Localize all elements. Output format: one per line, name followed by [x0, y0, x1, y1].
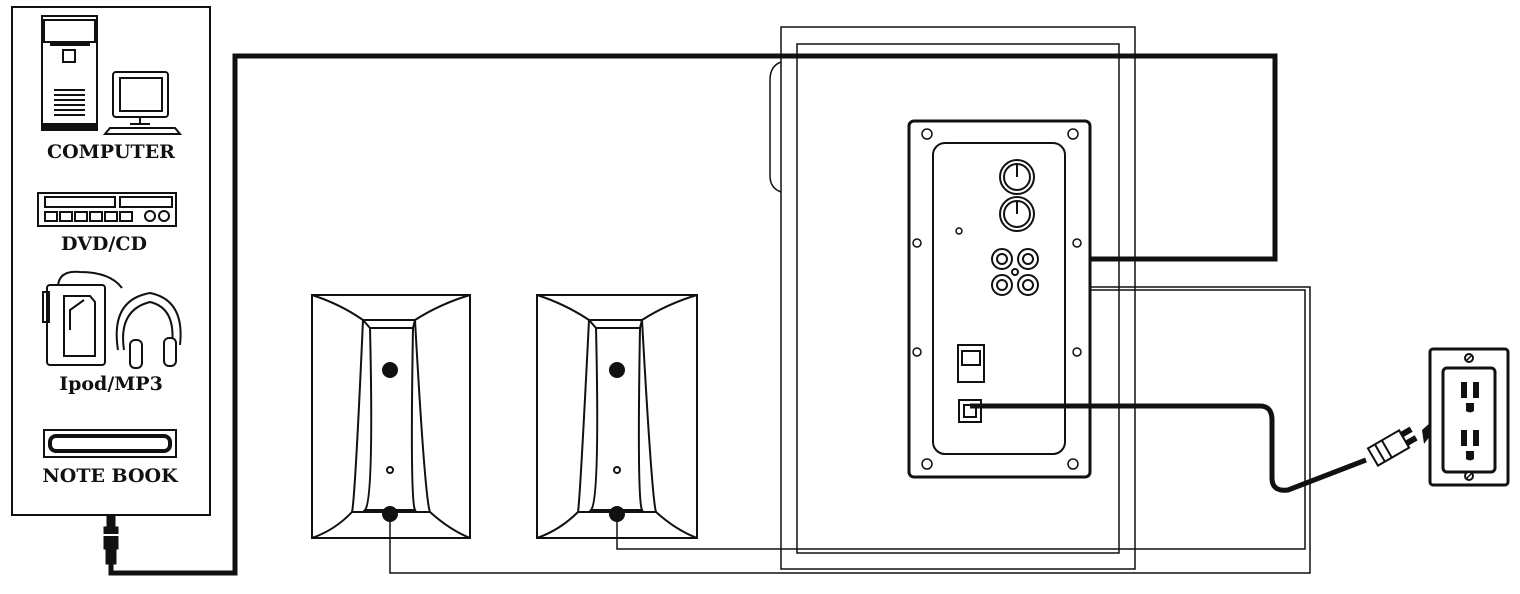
left-speaker-wire: [389, 286, 1311, 574]
right-speaker-wire: [616, 289, 1306, 550]
dvd-label: DVD/CD: [61, 233, 147, 255]
power-plug-icon: [1366, 426, 1418, 468]
right-satellite-speaker: [536, 294, 698, 539]
power-cord: [970, 403, 1367, 493]
subwoofer-rear-panel: [907, 119, 1092, 479]
source-audio-cable: [108, 53, 1278, 576]
left-satellite-speaker: [311, 294, 471, 539]
computer-icon: [41, 15, 183, 135]
computer-label: COMPUTER: [47, 141, 175, 163]
wall-outlet-icon: [1428, 347, 1510, 487]
mp3-player-with-headphones-icon: [42, 270, 182, 369]
notebook-icon: [43, 429, 177, 458]
mp3-label: Ipod/MP3: [59, 373, 163, 395]
audio-jack-icon: [101, 514, 121, 565]
dvd-player-icon: [37, 192, 177, 227]
notebook-label: NOTE BOOK: [42, 465, 179, 487]
subwoofer-cabinet: [769, 26, 1136, 570]
